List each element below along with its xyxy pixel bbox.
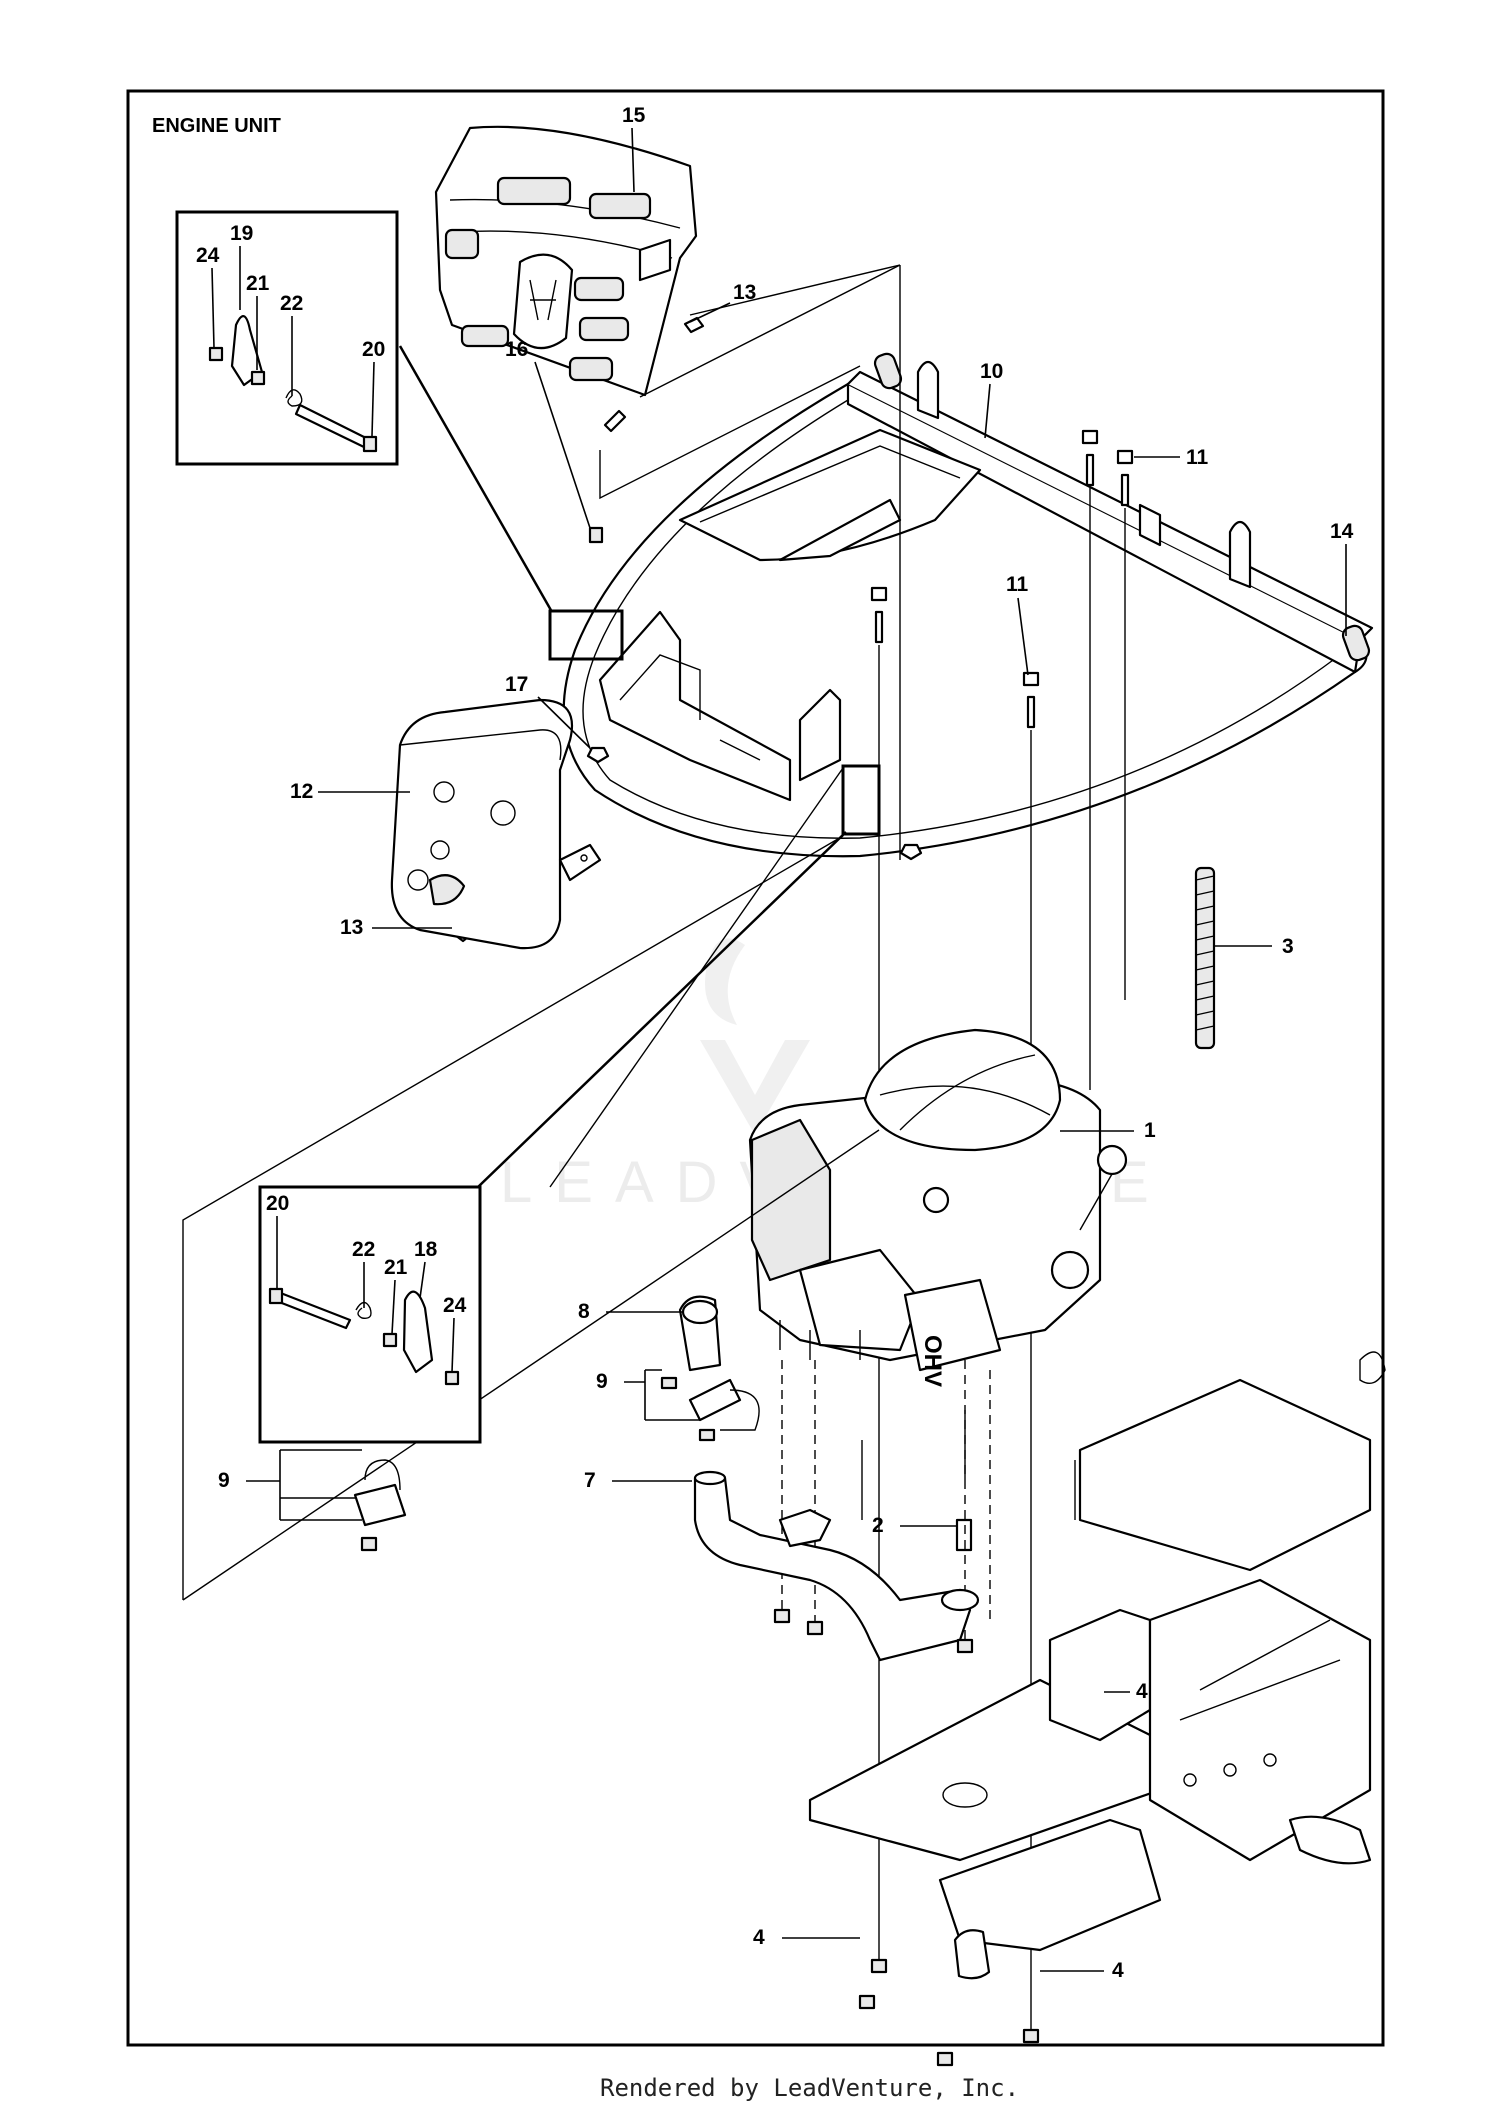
husqvarna-logo-emblem bbox=[512, 253, 574, 350]
callout-11-lower: 11 bbox=[1006, 573, 1029, 596]
muffler bbox=[390, 698, 602, 950]
threaded-rod bbox=[1194, 866, 1216, 1050]
detail-box-upper-ref bbox=[548, 609, 624, 661]
engine-ohv-decal: OHV bbox=[919, 1335, 946, 1387]
callout-24-inset-lower: 24 bbox=[443, 1294, 467, 1317]
callout-13-upper: 13 bbox=[733, 281, 756, 304]
callout-13-lower: 13 bbox=[340, 916, 363, 939]
callout-7: 7 bbox=[584, 1469, 596, 1492]
callout-1: 1 bbox=[1144, 1119, 1156, 1142]
callout-2: 2 bbox=[872, 1514, 884, 1537]
lower-chassis bbox=[808, 1351, 1386, 1980]
callout-18: 18 bbox=[414, 1238, 438, 1261]
callout-4-bottom-right: 4 bbox=[1112, 1959, 1124, 1982]
callout-12: 12 bbox=[290, 780, 313, 803]
callouts: 15 13 10 11 14 16 11 17 12 13 3 1 8 9 7 … bbox=[196, 104, 1354, 1982]
callout-8: 8 bbox=[578, 1300, 590, 1323]
callout-22-inset-upper: 22 bbox=[280, 292, 303, 315]
callout-14: 14 bbox=[1330, 520, 1354, 543]
callout-24-inset-upper: 24 bbox=[196, 244, 220, 267]
exhaust-pipe bbox=[693, 1470, 980, 1662]
footer-credit: Rendered by LeadVenture, Inc. bbox=[600, 2074, 1019, 2101]
callout-22-inset-lower: 22 bbox=[352, 1238, 375, 1261]
callout-19: 19 bbox=[230, 222, 253, 245]
callout-21-inset-upper: 21 bbox=[246, 272, 270, 295]
exhaust-elbow bbox=[678, 1295, 722, 1372]
exhaust-clamp-lower bbox=[353, 1459, 407, 1552]
callout-4-right: 4 bbox=[1136, 1680, 1148, 1703]
detail-inset-lower bbox=[258, 1185, 482, 1444]
hood-cover bbox=[434, 125, 698, 433]
diagram-title: ENGINE UNIT bbox=[152, 115, 281, 137]
detail-box-lower-ref bbox=[841, 764, 881, 836]
engine-mount-frame bbox=[562, 352, 1374, 858]
exhaust-clamp-upper bbox=[660, 1376, 760, 1442]
callout-20-inset-lower: 20 bbox=[266, 1192, 289, 1215]
callout-16: 16 bbox=[505, 338, 528, 361]
callout-11-upper: 11 bbox=[1186, 446, 1209, 469]
callout-9-upper: 9 bbox=[596, 1370, 608, 1393]
callout-21-inset-lower: 21 bbox=[384, 1256, 408, 1279]
callout-10: 10 bbox=[980, 360, 1003, 383]
callout-20-inset-upper: 20 bbox=[362, 338, 385, 361]
callout-9-lower: 9 bbox=[218, 1469, 230, 1492]
diagram-frame bbox=[126, 89, 1385, 2047]
callout-3: 3 bbox=[1282, 935, 1294, 958]
callout-4-bottom-left: 4 bbox=[753, 1926, 765, 1949]
callout-17: 17 bbox=[505, 673, 528, 696]
engine: OHV bbox=[748, 1028, 1128, 1387]
callout-15: 15 bbox=[622, 104, 646, 127]
